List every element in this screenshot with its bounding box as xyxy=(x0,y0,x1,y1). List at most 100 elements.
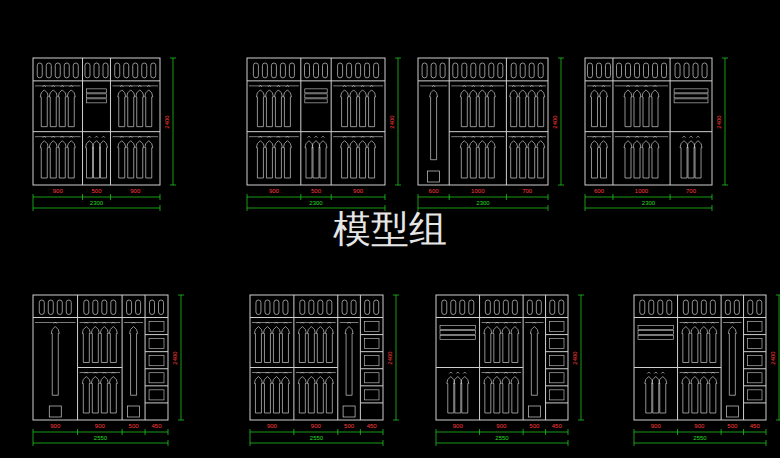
garment xyxy=(281,322,289,363)
top-compartment xyxy=(550,300,555,315)
top-compartment xyxy=(256,300,261,315)
top-compartment xyxy=(39,300,44,315)
dimension-lines xyxy=(634,295,780,446)
divider xyxy=(360,295,361,420)
cabinet-frame xyxy=(247,58,385,185)
garment xyxy=(478,136,486,178)
top-compartment xyxy=(347,63,352,78)
top-compartment xyxy=(64,63,69,78)
garment xyxy=(728,322,736,395)
garment xyxy=(49,136,57,178)
top-compartment xyxy=(93,300,98,315)
dimension-text: 700 xyxy=(686,188,696,194)
top-compartment xyxy=(422,63,427,78)
top-compartment xyxy=(115,63,120,78)
top-compartment xyxy=(136,300,141,315)
shelf xyxy=(449,131,506,132)
watermark: 模型组 xyxy=(333,210,447,248)
shelf xyxy=(360,368,383,369)
shelf xyxy=(301,131,331,132)
shelf xyxy=(546,368,568,369)
storage-box xyxy=(550,390,564,400)
shelf xyxy=(78,367,123,368)
top-compartment xyxy=(701,300,706,315)
wardrobe xyxy=(436,295,568,420)
garment xyxy=(67,136,75,178)
top-compartment xyxy=(667,300,672,315)
storage-box xyxy=(748,373,762,383)
top-compartment xyxy=(351,300,356,315)
garment xyxy=(510,136,518,178)
folded-clothes xyxy=(305,89,327,93)
garment xyxy=(487,136,495,178)
top-compartment xyxy=(469,300,474,315)
rod xyxy=(587,85,611,86)
top-compartment xyxy=(300,300,305,315)
folded-clothes xyxy=(440,326,476,330)
dimension-text: 500 xyxy=(91,188,101,194)
dimension-text: 450 xyxy=(750,423,760,429)
garment xyxy=(109,372,117,413)
divider xyxy=(545,295,546,420)
garment xyxy=(590,85,598,126)
garment xyxy=(460,136,468,178)
dimension-text: 900 xyxy=(496,423,506,429)
top-compartment xyxy=(374,300,379,315)
top-compartment xyxy=(142,63,147,78)
dimension-height: 2400 xyxy=(172,351,178,364)
top-shelf xyxy=(250,317,383,318)
divider xyxy=(293,295,294,420)
garment xyxy=(478,85,486,126)
top-compartment xyxy=(150,300,155,315)
garment xyxy=(599,85,607,126)
garment xyxy=(298,372,306,413)
dimension-text: 1000 xyxy=(471,188,484,194)
storage-box xyxy=(748,339,762,349)
dimension-text: 900 xyxy=(130,188,140,194)
top-compartment xyxy=(274,300,279,315)
top-compartment xyxy=(159,300,164,315)
top-compartment xyxy=(314,63,319,78)
divider xyxy=(145,295,146,420)
shelf xyxy=(585,131,613,132)
garment xyxy=(109,322,117,363)
shelf xyxy=(744,368,766,369)
shelf xyxy=(331,131,385,132)
dimension-text: 900 xyxy=(50,423,60,429)
dimension-text: 450 xyxy=(152,423,162,429)
wardrobe xyxy=(634,295,766,420)
garment xyxy=(283,85,291,126)
top-compartment xyxy=(305,63,310,78)
dimension-text: 500 xyxy=(529,423,539,429)
top-compartment xyxy=(327,300,332,315)
top-compartment xyxy=(271,63,276,78)
divider xyxy=(670,58,671,185)
top-compartment xyxy=(489,63,494,78)
dimension-text: 500 xyxy=(129,423,139,429)
divider xyxy=(122,295,123,420)
storage-box xyxy=(149,322,164,332)
divider xyxy=(331,58,332,185)
top-compartment xyxy=(460,300,465,315)
shelf xyxy=(360,402,383,403)
garment xyxy=(91,322,99,363)
garment xyxy=(651,136,659,178)
top-compartment xyxy=(485,300,490,315)
top-compartment xyxy=(102,300,107,315)
garment xyxy=(265,85,273,126)
garment xyxy=(272,322,280,363)
dimension-text: 900 xyxy=(694,423,704,429)
garment xyxy=(283,136,291,178)
garment xyxy=(430,85,438,159)
storage-box xyxy=(364,339,379,349)
folded-clothes xyxy=(305,99,327,103)
rod xyxy=(35,85,81,86)
garment xyxy=(645,372,653,413)
top-compartment xyxy=(748,300,753,315)
storage-box xyxy=(149,339,164,349)
wardrobe xyxy=(33,295,168,420)
folded-clothes xyxy=(305,94,327,98)
garment xyxy=(659,372,667,413)
wardrobe xyxy=(418,58,548,185)
shelf xyxy=(744,385,766,386)
